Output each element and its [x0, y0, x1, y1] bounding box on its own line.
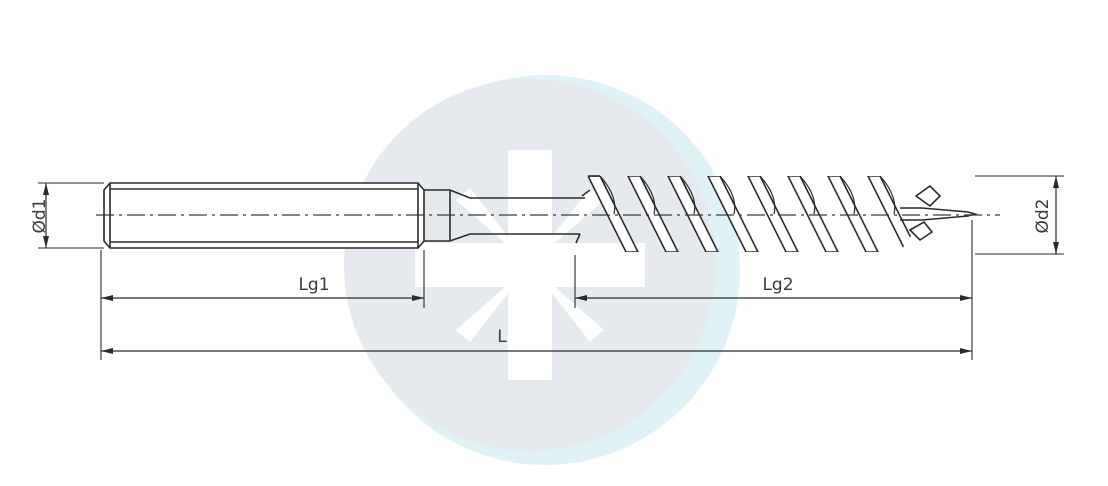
thread-flank — [679, 176, 696, 215]
thread-flank — [759, 176, 776, 215]
label-lg2: Lg2 — [762, 275, 793, 295]
thread-flank — [799, 176, 816, 215]
thread-flight — [866, 176, 920, 252]
dimension-lines — [43, 176, 1059, 354]
thread-flight — [706, 176, 760, 252]
thread-flight — [626, 176, 680, 252]
label-d2: Ød2 — [1033, 199, 1053, 234]
wood-thread — [586, 176, 920, 252]
watermark-logo-icon — [344, 75, 740, 465]
thread-flank — [879, 176, 896, 215]
watermark-star-icon — [415, 150, 645, 380]
thread-flank — [719, 176, 736, 215]
label-l: L — [497, 327, 507, 347]
thread-flight — [786, 176, 840, 252]
thread-flank — [839, 176, 856, 215]
thread-flank — [599, 176, 616, 215]
label-d1: Ød1 — [30, 199, 50, 234]
thread-flight — [746, 176, 800, 252]
label-lg1: Lg1 — [298, 275, 329, 295]
thread-flight — [826, 176, 880, 252]
thread-flight — [666, 176, 720, 252]
thread-flight — [586, 176, 640, 252]
thread-flank — [639, 176, 656, 215]
